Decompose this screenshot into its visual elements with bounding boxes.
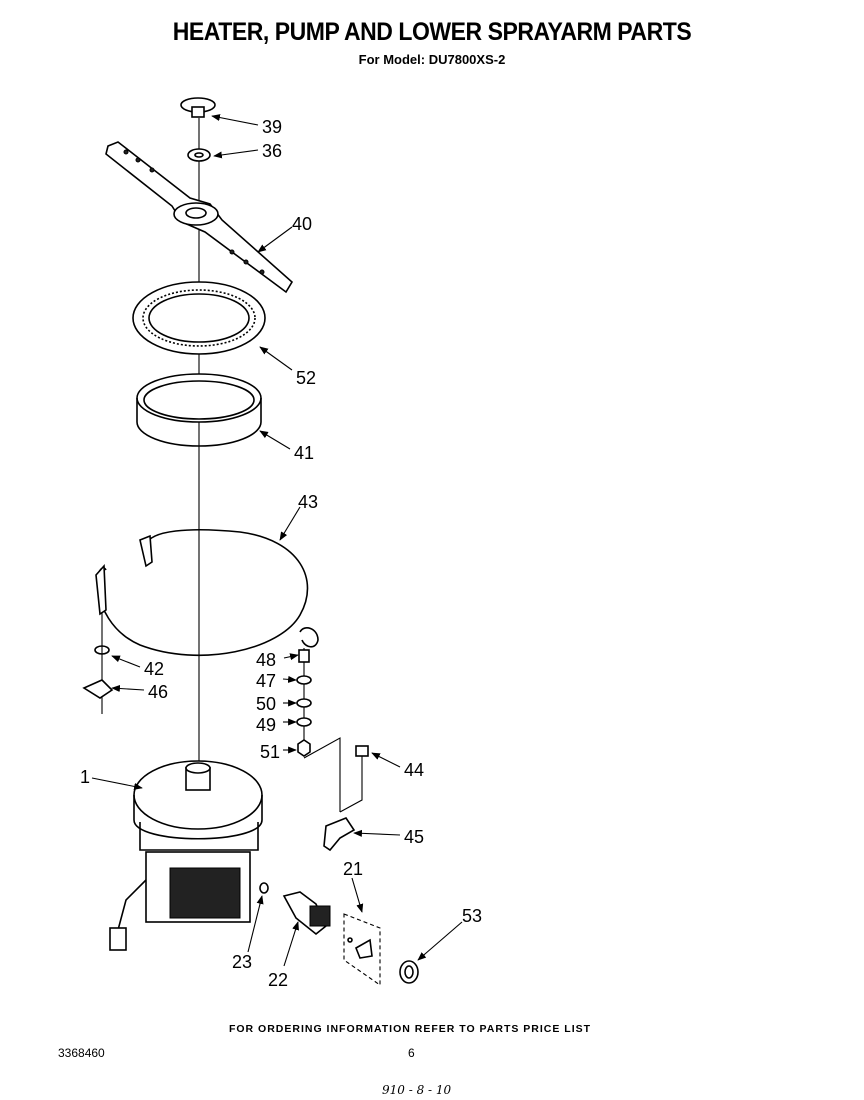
part-48-terminal	[298, 649, 310, 663]
page-title: HEATER, PUMP AND LOWER SPRAYARM PARTS	[172, 18, 692, 46]
part-21-mount-assembly	[343, 913, 381, 987]
callout-50: 50	[256, 694, 276, 714]
model-subtitle: For Model: DU7800XS-2	[358, 52, 506, 67]
part-47-washer	[296, 675, 312, 685]
part-43-heater-element	[95, 528, 319, 657]
part-46-bracket	[82, 679, 114, 699]
part-23-washer	[259, 882, 269, 894]
part-52-filter-ring	[132, 281, 266, 355]
callout-44: 44	[404, 760, 424, 780]
callout-1: 1	[80, 767, 90, 787]
part-49-washer	[296, 717, 312, 727]
part-1-pump-motor-assembly	[109, 760, 263, 951]
callout-41: 41	[294, 443, 314, 463]
callout-51: 51	[260, 742, 280, 762]
callout-46: 46	[148, 682, 168, 702]
callout-39: 39	[262, 117, 282, 137]
part-51-nut	[297, 739, 311, 757]
callout-45: 45	[404, 827, 424, 847]
ordering-info-note: FOR ORDERING INFORMATION REFER TO PARTS …	[228, 1023, 592, 1035]
part-44-45-sensor-bracket	[303, 737, 369, 852]
callout-40: 40	[292, 214, 312, 234]
callout-53: 53	[462, 906, 482, 926]
part-39-cap	[180, 97, 216, 118]
callout-43: 43	[298, 492, 318, 512]
part-22-drain-valve	[282, 891, 331, 936]
part-40-spray-arm	[105, 141, 294, 294]
callout-21: 21	[343, 859, 363, 879]
callout-52: 52	[296, 368, 316, 388]
part-41-gasket-ring	[136, 373, 262, 447]
callout-47: 47	[256, 671, 276, 691]
handwritten-note: 910 - 8 - 10	[382, 1083, 452, 1097]
callout-48: 48	[256, 650, 276, 670]
callout-49: 49	[256, 715, 276, 735]
part-36-washer	[187, 148, 211, 162]
callout-42: 42	[144, 659, 164, 679]
document-number: 3368460	[58, 1046, 105, 1060]
callout-36: 36	[262, 141, 282, 161]
part-50-washer	[296, 698, 312, 708]
callout-23: 23	[232, 952, 252, 972]
part-53-hose-clamp	[399, 960, 419, 984]
leader-lines	[91, 114, 463, 967]
callout-22: 22	[268, 970, 288, 990]
page-number: 6	[408, 1046, 415, 1060]
